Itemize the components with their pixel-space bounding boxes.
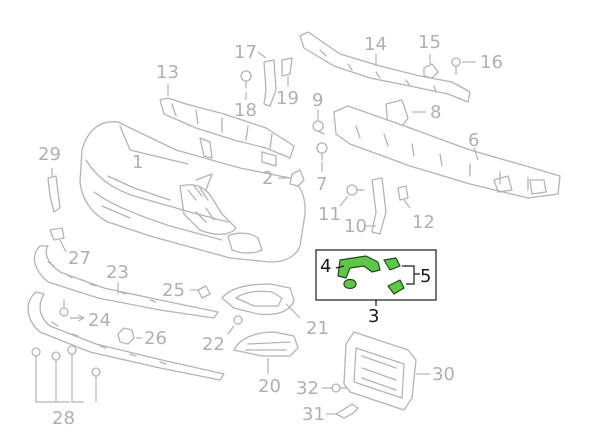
callout-6: 6 [468,130,479,151]
callout-27: 27 [68,248,91,269]
nut-26 [117,327,142,345]
screw-32 [322,383,347,393]
callout-20: 20 [258,376,281,397]
fog-lamp-insert [233,331,299,374]
nut-2 [278,169,305,187]
callout-9: 9 [312,90,323,111]
callout-16: 16 [480,52,503,73]
callout-25: 25 [162,280,185,301]
callout-30: 30 [432,364,455,385]
push-pin-18 [240,70,252,100]
side-bracket-left [47,168,61,213]
callout-21: 21 [306,318,329,339]
fasteners-28 [31,345,101,403]
clip-5b-highlighted [387,279,405,295]
callout-29: 29 [38,144,61,165]
screw-22 [227,315,243,335]
callout-15: 15 [418,32,441,53]
callout-18: 18 [234,100,257,121]
fog-lamp-bezel [221,283,301,319]
callout-10: 10 [344,216,367,237]
front-bumper-fascia [79,121,306,263]
callout-labels: 1 2 3 4 5 6 7 8 9 10 11 12 13 14 15 16 1… [38,32,503,429]
clip-5a-highlighted [383,257,401,271]
callout-3: 3 [368,306,379,327]
callout-22: 22 [202,334,225,355]
callout-13: 13 [156,62,179,83]
clip-27 [49,227,67,253]
callout-7: 7 [316,174,327,195]
bolt-4-highlighted [343,278,357,290]
bolt-7 [316,142,328,172]
license-plate-bracket [343,331,430,411]
clip-12 [397,185,411,209]
callout-31: 31 [302,404,325,425]
callout-5: 5 [420,266,431,287]
lower-air-deflector [33,245,219,319]
callout-28: 28 [52,408,75,429]
bumper-reinforcement [159,84,295,167]
bracket-19 [281,57,293,86]
bracket-10 [366,177,387,235]
clip-nut-15 [423,54,439,79]
callout-23: 23 [106,262,129,283]
screw-16 [451,57,476,75]
bracket-17 [257,51,277,107]
callout-8: 8 [430,102,441,123]
callout-17: 17 [234,42,257,63]
callout-11: 11 [318,204,341,225]
upper-tie-bar [299,31,471,103]
bolt-24 [59,299,85,322]
callout-1: 1 [132,152,143,173]
callout-24: 24 [88,310,111,331]
callout-12: 12 [412,212,435,233]
bolt-11 [339,184,365,207]
lower-valance [27,291,225,381]
bracket-4-highlighted [337,255,381,279]
callout-2: 2 [262,168,273,189]
bolt-9 [312,110,325,135]
callout-19: 19 [276,88,299,109]
highlighted-parts-box [315,249,437,306]
callout-4: 4 [320,256,331,277]
clip-25 [190,285,211,299]
callout-14: 14 [364,34,387,55]
callout-26: 26 [144,328,167,349]
clip-31 [326,403,359,419]
callout-32: 32 [296,378,319,399]
impact-bar [333,105,561,199]
